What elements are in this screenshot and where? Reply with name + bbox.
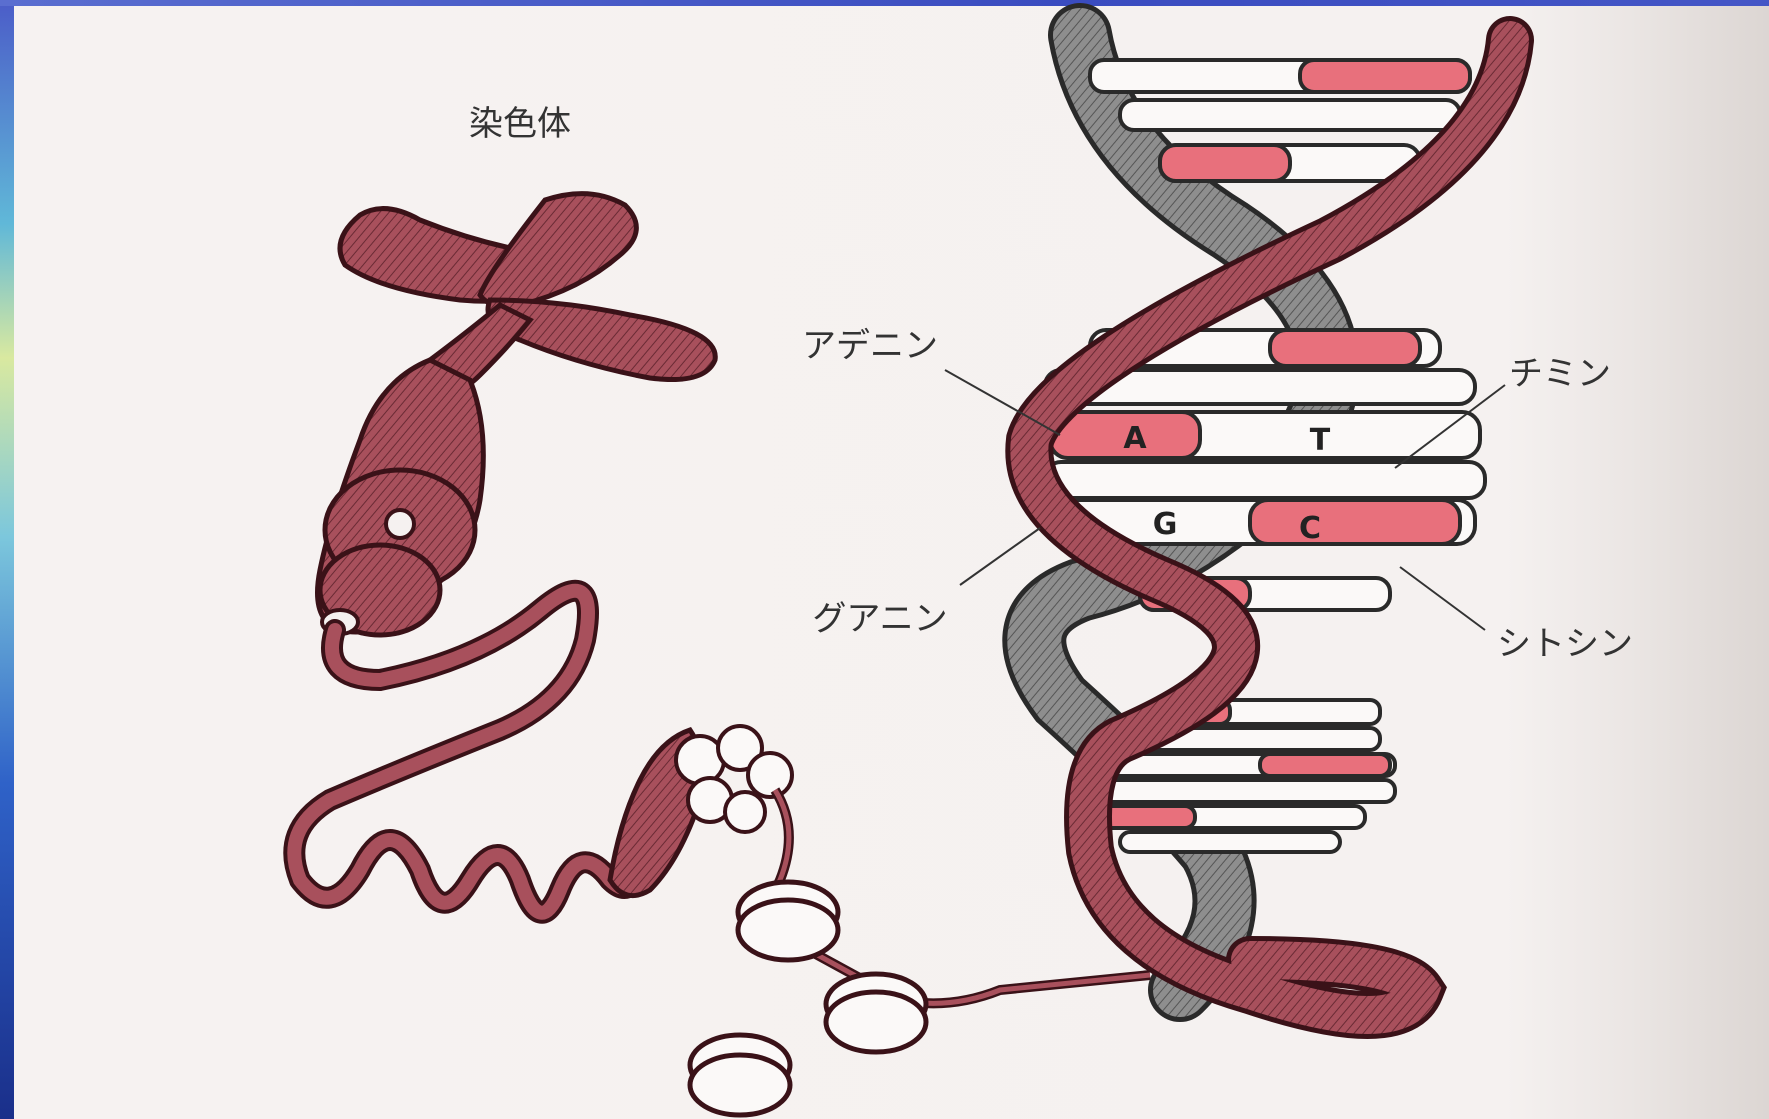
nucleosome-discs: [690, 882, 926, 1115]
base-letter-c: C: [1299, 511, 1321, 546]
chromosome-arms: [340, 194, 715, 398]
label-thymine: チミン: [1509, 354, 1611, 394]
label-cytosine: シトシン: [1497, 624, 1633, 664]
label-chromosome: 染色体: [469, 104, 571, 144]
base-letter-g: G: [1153, 507, 1178, 542]
base-letter-t: T: [1310, 423, 1331, 458]
label-guanine: グアニン: [812, 599, 947, 639]
label-adenine: アデニン: [802, 326, 938, 366]
nucleosome-beads: [676, 726, 792, 832]
base-letter-a: A: [1123, 421, 1147, 456]
chromosome-coil-hole: [386, 510, 414, 538]
dna-double-helix: [1029, 35, 1510, 1015]
chromosome-coil: [318, 360, 484, 635]
